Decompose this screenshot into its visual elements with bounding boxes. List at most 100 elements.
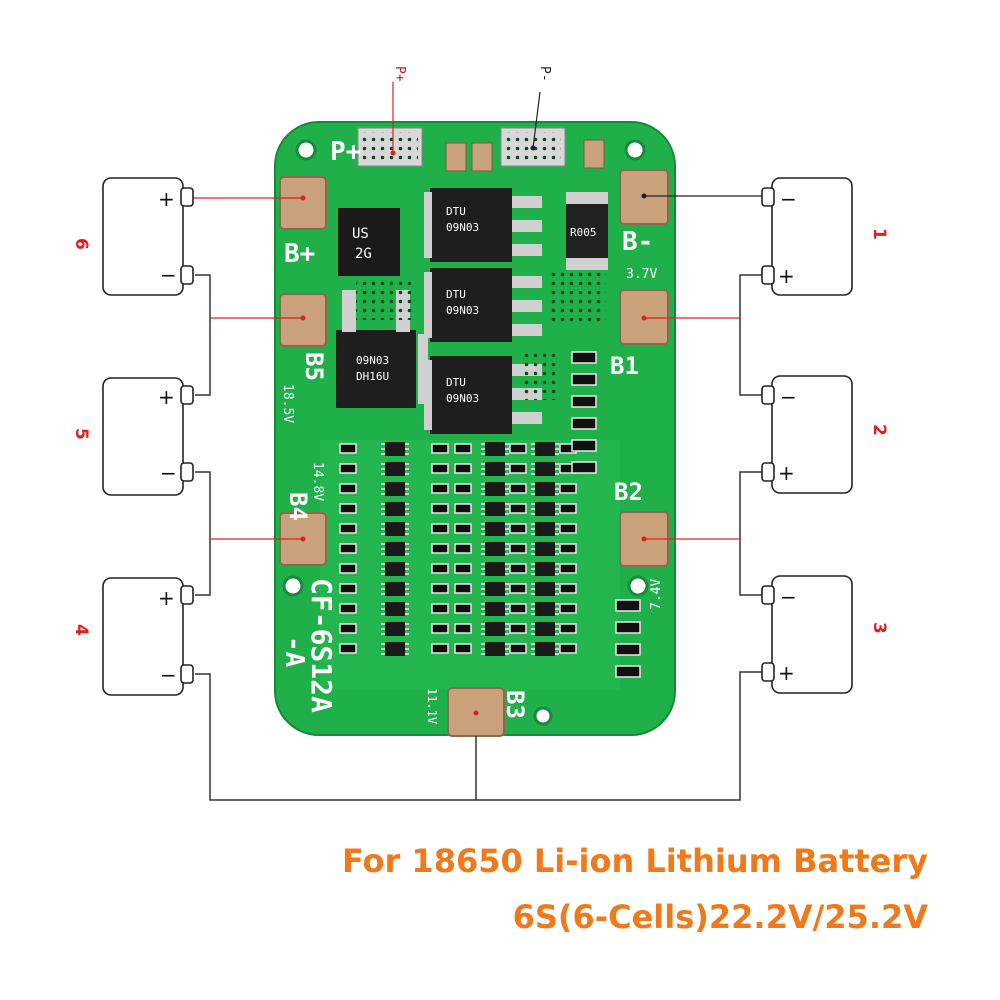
ic-pin: [505, 653, 509, 655]
ic-pin: [381, 628, 385, 630]
silk-b-plus: B+: [284, 239, 315, 269]
mosfet: DTU 09N03: [424, 356, 542, 434]
ic-chip: [385, 602, 405, 616]
ic-pin: [481, 613, 485, 615]
smd-resistor: [509, 563, 527, 574]
ic-pin: [381, 543, 385, 545]
silk-v-b4: 14.8V: [310, 462, 325, 501]
ic-pin: [481, 648, 485, 650]
ic-pin: [505, 448, 509, 450]
smd-resistor: [615, 643, 641, 656]
ic-chip: [485, 622, 505, 636]
regulator-chip-text-1: US: [352, 226, 369, 242]
mounting-hole: [624, 139, 646, 161]
svg-text:09N03: 09N03: [446, 221, 479, 234]
black-leads: [532, 91, 770, 197]
ic-pin: [531, 473, 535, 475]
ic-pin: [381, 523, 385, 525]
cell-1-number: 1: [869, 228, 889, 240]
ic-chip: [385, 562, 405, 576]
connector-p-plus-label: P+: [392, 66, 407, 82]
battery-cell-5: + − 5: [71, 377, 194, 496]
ic-pin: [481, 628, 485, 630]
ic-pin: [505, 613, 509, 615]
cell-5-minus: −: [160, 461, 177, 485]
smd-resistor: [509, 523, 527, 534]
ic-pin: [405, 483, 409, 485]
ic-pin: [405, 513, 409, 515]
ic-pin: [505, 463, 509, 465]
ic-pin: [555, 608, 559, 610]
ic-pin: [505, 443, 509, 445]
battery-cell-1: − + 1: [761, 177, 889, 296]
ic-pin: [405, 563, 409, 565]
ic-pin: [481, 573, 485, 575]
ic-pin: [555, 603, 559, 605]
ic-pin: [555, 593, 559, 595]
ic-pin: [555, 508, 559, 510]
ic-pin: [505, 563, 509, 565]
ic-pin: [381, 448, 385, 450]
ic-pin: [531, 593, 535, 595]
ic-pin: [505, 503, 509, 505]
cell-3-minus: −: [780, 585, 797, 609]
ic-pin: [531, 573, 535, 575]
ic-chip: [535, 502, 555, 516]
ic-pin: [505, 553, 509, 555]
ic-pin: [505, 548, 509, 550]
ic-pin: [381, 463, 385, 465]
ic-pin: [381, 453, 385, 455]
smd-resistor: [339, 603, 357, 614]
ic-pin: [531, 608, 535, 610]
cell-2-minus: −: [780, 385, 797, 409]
ic-chip: [385, 442, 405, 456]
ic-pin: [531, 603, 535, 605]
ic-pin: [405, 573, 409, 575]
smd-resistor: [509, 483, 527, 494]
ic-chip: [535, 602, 555, 616]
ic-pin: [505, 643, 509, 645]
ic-pin: [531, 543, 535, 545]
svg-text:09N03: 09N03: [446, 392, 479, 405]
ic-pin: [531, 553, 535, 555]
ic-pin: [405, 488, 409, 490]
cell-1-minus: −: [780, 187, 797, 211]
ic-pin: [505, 528, 509, 530]
cell-2-number: 2: [869, 424, 889, 436]
ic-pin: [381, 483, 385, 485]
ic-pin: [555, 503, 559, 505]
ic-pin: [481, 453, 485, 455]
ic-pin: [381, 593, 385, 595]
smd-resistor: [431, 563, 449, 574]
ic-pin: [505, 648, 509, 650]
ic-pin: [381, 563, 385, 565]
smd-resistor: [431, 543, 449, 554]
ic-pin: [381, 653, 385, 655]
smd-resistor: [339, 583, 357, 594]
ic-pin: [531, 468, 535, 470]
smd-resistor: [559, 583, 577, 594]
smd-resistor: [509, 583, 527, 594]
ic-pin: [381, 633, 385, 635]
battery-cell-4: + − 4: [71, 577, 194, 696]
ic-chip: [385, 582, 405, 596]
ic-pin: [481, 528, 485, 530]
smd-resistor: [431, 443, 449, 454]
svg-text:DH16U: DH16U: [356, 370, 389, 383]
ic-pin: [381, 553, 385, 555]
silk-b-minus: B-: [622, 227, 653, 257]
cell-2-plus: +: [778, 461, 795, 485]
component-grid: [339, 351, 641, 678]
capacitor: [583, 139, 605, 169]
smd-resistor: [431, 483, 449, 494]
smd-resistor: [615, 599, 641, 612]
smd-resistor: [454, 503, 472, 514]
ic-chip: [485, 442, 505, 456]
ic-pin: [555, 483, 559, 485]
ic-chip: [485, 462, 505, 476]
ic-pin: [405, 608, 409, 610]
ic-pin: [381, 443, 385, 445]
ic-pin: [505, 573, 509, 575]
ic-pin: [531, 508, 535, 510]
smd-resistor: [339, 643, 357, 654]
